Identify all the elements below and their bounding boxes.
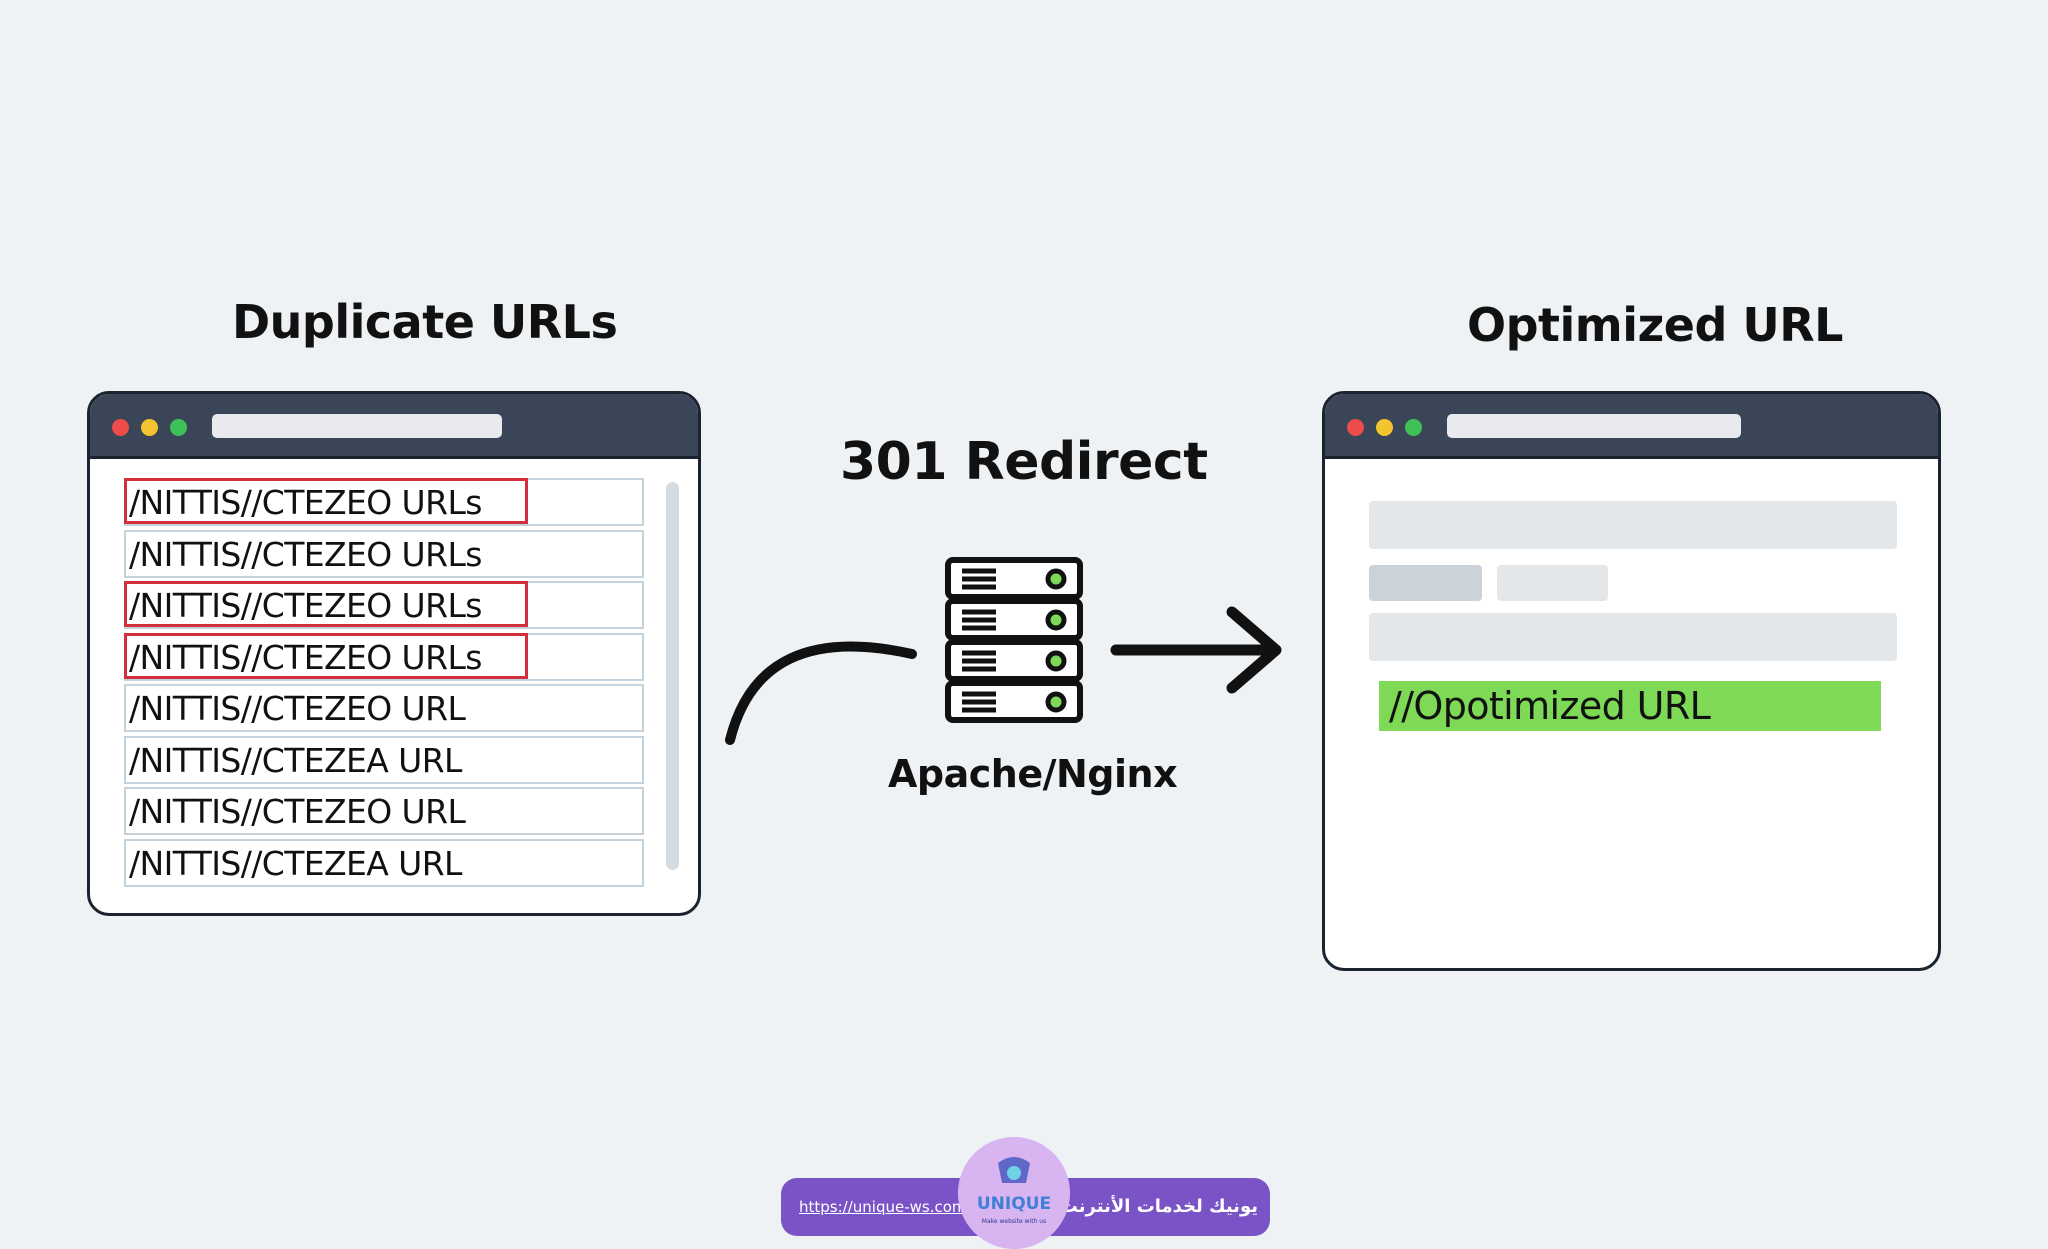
optimized-url-text: //Opotimized URL [1389, 684, 1711, 728]
url-text: /NITTIS//CTEZEO URL [129, 792, 466, 831]
redirect-arrow-icon [1110, 606, 1282, 694]
duplicate-urls-heading: Duplicate URLs [232, 295, 618, 349]
url-row: /NITTIS//CTEZEO URLs [124, 529, 644, 578]
server-label: Apache/Nginx [888, 752, 1178, 796]
website-link[interactable]: https://unique-ws.com [799, 1198, 967, 1216]
url-text: /NITTIS//CTEZEO URLs [129, 534, 482, 574]
incoming-arc [725, 641, 917, 745]
content-placeholder [1369, 565, 1482, 601]
minimize-dot-icon [141, 419, 158, 436]
unique-logo: UNIQUE Make website with us [958, 1137, 1070, 1249]
url-row: /NITTIS//CTEZEO URL [124, 684, 644, 732]
duplicate-highlight-box [124, 478, 528, 524]
close-dot-icon [112, 419, 129, 436]
browser-titlebar [1325, 394, 1938, 459]
logo-text: UNIQUE [977, 1194, 1051, 1214]
content-placeholder [1369, 501, 1897, 549]
close-dot-icon [1347, 419, 1364, 436]
content-placeholder [1497, 565, 1608, 601]
scrollbar[interactable] [666, 482, 679, 870]
url-row: /NITTIS//CTEZEA URL [124, 735, 644, 784]
duplicate-highlight-box [124, 581, 528, 627]
url-text: /NITTIS//CTEZEA URL [129, 843, 462, 883]
maximize-dot-icon [1405, 419, 1422, 436]
url-text: /NITTIS//CTEZEO URLs [129, 637, 482, 677]
url-text: /NITTIS//CTEZEO URLs [129, 586, 482, 625]
url-text: /NITTIS//CTEZEO URL [129, 689, 466, 728]
duplicate-url-row: /NITTIS//CTEZEO URLs [124, 478, 644, 526]
url-row: /NITTIS//CTEZEO URL [124, 787, 644, 835]
duplicate-url-row: /NITTIS//CTEZEO URLs [124, 632, 644, 681]
maximize-dot-icon [170, 419, 187, 436]
url-row: /NITTIS//CTEZEA URL [124, 838, 644, 887]
content-placeholder [1369, 613, 1897, 661]
minimize-dot-icon [1376, 419, 1393, 436]
duplicate-url-list: /NITTIS//CTEZEO URLs/NITTIS//CTEZEO URLs… [124, 478, 644, 890]
duplicate-url-row: /NITTIS//CTEZEO URLs [124, 581, 644, 629]
url-text: /NITTIS//CTEZEA URL [129, 740, 462, 780]
server-icon [945, 557, 1083, 723]
optimized-url-row: //Opotimized URL [1379, 681, 1881, 731]
address-bar [1447, 414, 1741, 438]
optimized-url-heading: Optimized URL [1467, 298, 1844, 352]
duplicate-highlight-box [124, 632, 528, 679]
brand-name: يونيك لخدمات الأنترنت [1059, 1196, 1258, 1217]
browser-titlebar [90, 394, 698, 459]
duplicate-urls-browser: /NITTIS//CTEZEO URLs/NITTIS//CTEZEO URLs… [87, 391, 701, 916]
logo-icon: UNIQUE Make website with us [958, 1137, 1070, 1249]
address-bar [212, 414, 502, 438]
redirect-heading: 301 Redirect [840, 432, 1208, 492]
optimized-url-browser: //Opotimized URL [1322, 391, 1941, 971]
logo-tagline: Make website with us [982, 1218, 1046, 1225]
url-text: /NITTIS//CTEZEO URLs [129, 483, 482, 522]
